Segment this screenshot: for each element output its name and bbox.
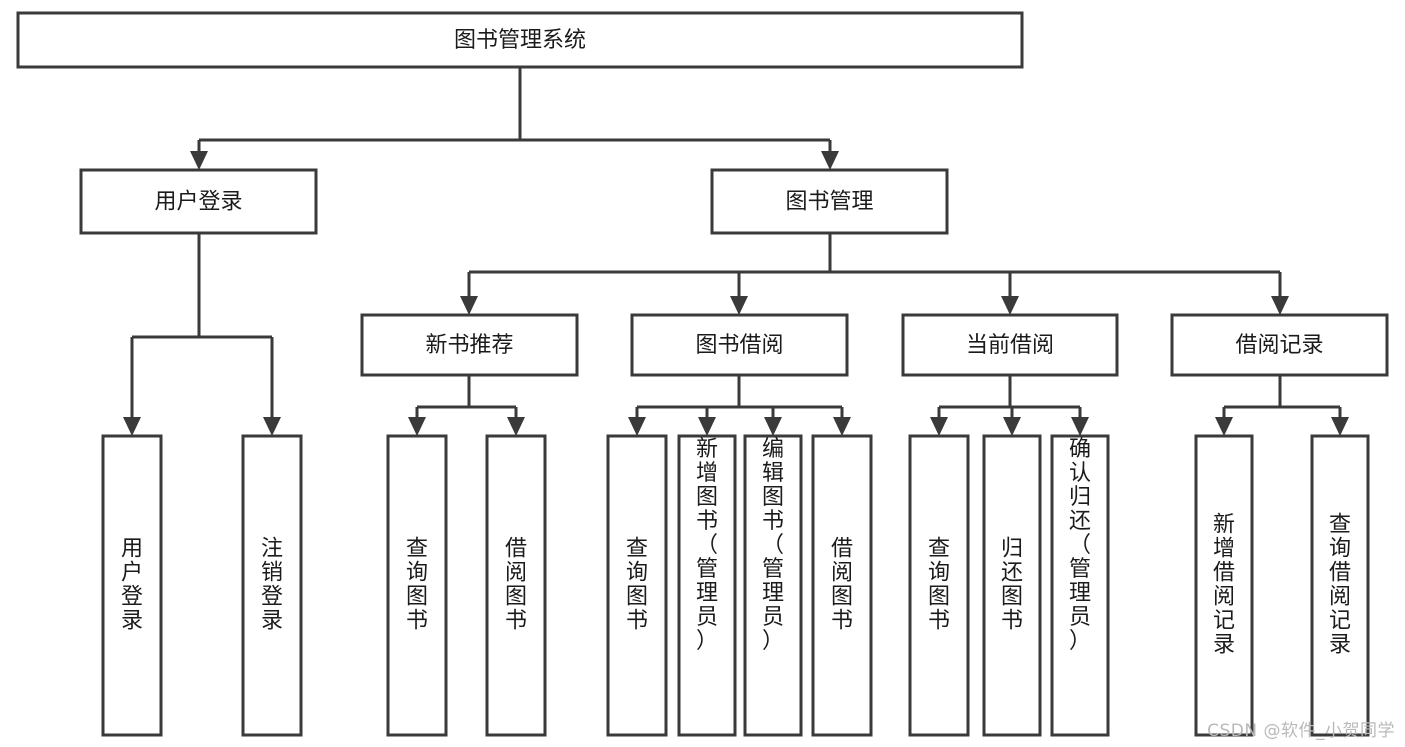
node-user-login-label: 用户登录: [154, 190, 242, 215]
user-login-arrow-1-head: [263, 417, 281, 436]
book-manage-arrow-1-head: [730, 296, 748, 315]
node-current-borrow[interactable]: 当前借阅: [901, 313, 1119, 377]
node-leaf-confirm-return-label: 确认归还（管理员）: [1069, 437, 1091, 654]
node-leaf-query-book-3[interactable]: 查询图书: [908, 434, 970, 737]
node-leaf-query-book-1[interactable]: 查询图书: [386, 434, 448, 737]
node-leaf-add-book-box[interactable]: [677, 434, 737, 737]
node-new-book-recommend-box[interactable]: [360, 313, 579, 377]
node-leaf-confirm-return[interactable]: 确认归还（管理员）: [1050, 434, 1110, 737]
node-leaf-query-book-1-box[interactable]: [386, 434, 448, 737]
node-new-book-recommend[interactable]: 新书推荐: [360, 313, 579, 377]
root-arrow-1-head: [821, 151, 839, 170]
node-leaf-edit-book-box[interactable]: [743, 434, 803, 737]
node-leaf-borrow-book-2[interactable]: 借阅图书: [811, 434, 873, 737]
node-leaf-confirm-return-box[interactable]: [1050, 434, 1110, 737]
node-leaf-borrow-book-2-box[interactable]: [811, 434, 873, 737]
node-root-label: 图书管理系统: [454, 28, 586, 53]
node-leaf-add-record-box[interactable]: [1194, 434, 1254, 737]
node-user-login-box[interactable]: [79, 168, 318, 235]
book-borrow-arrow-3-head: [833, 417, 851, 436]
connectors-layer: [123, 67, 1349, 436]
node-leaf-return-book-label: 归还图书: [1001, 537, 1023, 634]
node-leaf-user-login[interactable]: 用户登录: [101, 434, 163, 737]
node-borrow-record-box[interactable]: [1170, 313, 1389, 377]
node-root[interactable]: 图书管理系统: [16, 11, 1024, 69]
node-leaf-query-book-2[interactable]: 查询图书: [606, 434, 668, 737]
book-borrow-arrow-1-head: [698, 417, 716, 436]
node-leaf-edit-book-label: 编辑图书（管理员）: [762, 437, 784, 654]
book-borrow-arrow-0-head: [628, 417, 646, 436]
borrow-record-arrow-1-head: [1331, 417, 1349, 436]
node-borrow-record[interactable]: 借阅记录: [1170, 313, 1389, 377]
node-leaf-return-book[interactable]: 归还图书: [982, 434, 1042, 737]
book-manage-arrow-3-head: [1271, 296, 1289, 315]
node-leaf-borrow-book-1-label: 借阅图书: [505, 537, 527, 634]
node-leaf-borrow-book-1-box[interactable]: [485, 434, 547, 737]
node-leaf-logout[interactable]: 注销登录: [241, 434, 303, 737]
node-leaf-logout-box[interactable]: [241, 434, 303, 737]
current-borrow-arrow-1-head: [1003, 417, 1021, 436]
node-book-borrow[interactable]: 图书借阅: [630, 313, 849, 377]
node-leaf-add-record-label: 新增借阅记录: [1213, 513, 1235, 658]
node-current-borrow-box[interactable]: [901, 313, 1119, 377]
node-leaf-logout-label: 注销登录: [261, 537, 283, 634]
node-new-book-recommend-label: 新书推荐: [425, 333, 513, 358]
node-book-manage[interactable]: 图书管理: [710, 168, 949, 235]
node-leaf-add-book-label: 新增图书（管理员）: [696, 437, 718, 654]
node-book-manage-label: 图书管理: [785, 190, 873, 215]
node-leaf-query-book-3-box[interactable]: [908, 434, 970, 737]
node-leaf-borrow-book-2-label: 借阅图书: [831, 537, 853, 634]
node-leaf-add-record[interactable]: 新增借阅记录: [1194, 434, 1254, 737]
node-leaf-query-record[interactable]: 查询借阅记录: [1310, 434, 1370, 737]
node-leaf-add-book[interactable]: 新增图书（管理员）: [677, 434, 737, 737]
user-login-arrow-0-head: [123, 417, 141, 436]
node-leaf-return-book-box[interactable]: [982, 434, 1042, 737]
node-leaf-edit-book[interactable]: 编辑图书（管理员）: [743, 434, 803, 737]
node-leaf-user-login-label: 用户登录: [121, 537, 143, 634]
node-book-borrow-label: 图书借阅: [695, 333, 783, 358]
node-current-borrow-label: 当前借阅: [966, 333, 1054, 358]
node-leaf-user-login-box[interactable]: [101, 434, 163, 737]
current-borrow-arrow-0-head: [930, 417, 948, 436]
book-borrow-arrow-2-head: [764, 417, 782, 436]
node-leaf-query-book-2-label: 查询图书: [626, 537, 648, 634]
node-leaf-query-book-1-label: 查询图书: [406, 537, 428, 634]
node-book-manage-box[interactable]: [710, 168, 949, 235]
node-borrow-record-label: 借阅记录: [1235, 333, 1323, 358]
node-leaf-query-book-2-box[interactable]: [606, 434, 668, 737]
node-leaf-query-record-label: 查询借阅记录: [1329, 513, 1351, 658]
book-manage-arrow-0-head: [460, 296, 478, 315]
nodes-layer: 图书管理系统用户登录图书管理新书推荐图书借阅当前借阅借阅记录用户登录注销登录查询…: [16, 11, 1389, 737]
root-arrow-0-head: [190, 151, 208, 170]
current-borrow-arrow-2-head: [1071, 417, 1089, 436]
node-book-borrow-box[interactable]: [630, 313, 849, 377]
book-manage-arrow-2-head: [1001, 296, 1019, 315]
watermark-text: CSDN @软件_小贺同学: [1207, 721, 1395, 741]
node-user-login[interactable]: 用户登录: [79, 168, 318, 235]
new-book-recommend-arrow-0-head: [408, 417, 426, 436]
node-root-box[interactable]: [16, 11, 1024, 69]
borrow-record-arrow-0-head: [1215, 417, 1233, 436]
node-leaf-query-book-3-label: 查询图书: [928, 537, 950, 634]
node-leaf-borrow-book-1[interactable]: 借阅图书: [485, 434, 547, 737]
node-leaf-query-record-box[interactable]: [1310, 434, 1370, 737]
new-book-recommend-arrow-1-head: [507, 417, 525, 436]
